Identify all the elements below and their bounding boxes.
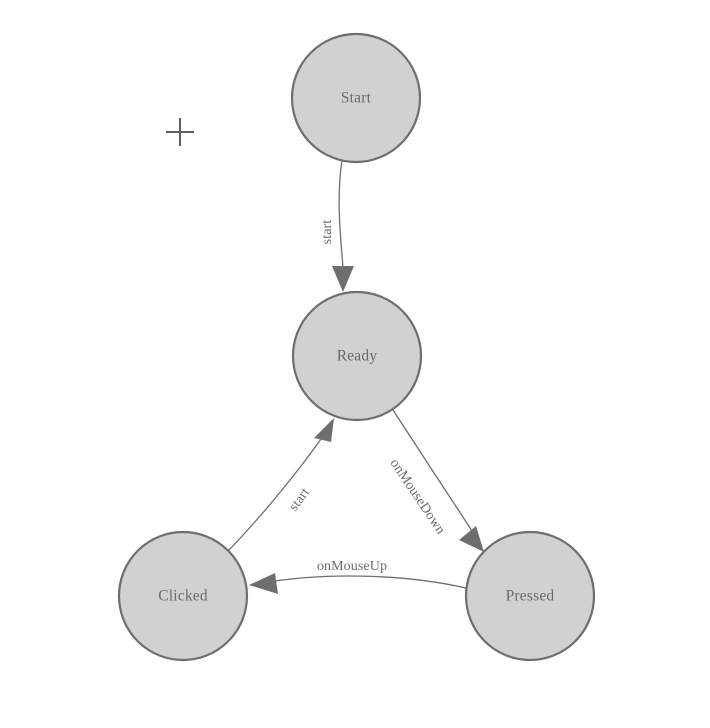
edge-start-to-ready-arrowhead bbox=[332, 266, 354, 292]
node-start-label: Start bbox=[341, 90, 372, 107]
edge-ready-to-pressed-arrowhead bbox=[459, 526, 484, 552]
crosshair-icon bbox=[166, 118, 194, 146]
edge-pressed-to-clicked-path bbox=[261, 575, 467, 589]
node-start[interactable]: Start bbox=[290, 32, 422, 164]
edge-start-to-ready[interactable]: start bbox=[320, 159, 354, 292]
node-pressed-label: Pressed bbox=[506, 588, 555, 605]
edge-clicked-to-ready[interactable]: start bbox=[227, 418, 334, 552]
edge-pressed-to-clicked[interactable]: onMouseUp bbox=[249, 559, 467, 594]
edge-label-ready-to-pressed: onMouseDown bbox=[387, 456, 448, 537]
node-pressed-circle bbox=[464, 530, 596, 662]
edge-clicked-to-ready-arrowhead bbox=[314, 418, 334, 442]
node-ready-label: Ready bbox=[337, 348, 378, 365]
node-clicked-label: Clicked bbox=[158, 588, 208, 605]
edge-clicked-to-ready-path bbox=[227, 431, 327, 552]
edge-start-to-ready-path bbox=[338, 159, 344, 269]
edge-ready-to-pressed[interactable]: onMouseDown bbox=[387, 409, 484, 552]
edge-label-clicked-to-ready: start bbox=[286, 485, 313, 514]
node-ready-circle bbox=[291, 290, 423, 422]
node-clicked-circle bbox=[117, 530, 249, 662]
edge-label-start-to-ready: start bbox=[320, 220, 335, 245]
node-pressed[interactable]: Pressed bbox=[464, 530, 596, 662]
edge-ready-to-pressed-path bbox=[392, 409, 479, 541]
edge-label-pressed-to-clicked: onMouseUp bbox=[317, 559, 387, 574]
node-start-circle bbox=[290, 32, 422, 164]
edge-pressed-to-clicked-arrowhead bbox=[249, 573, 278, 594]
node-clicked[interactable]: Clicked bbox=[117, 530, 249, 662]
node-ready[interactable]: Ready bbox=[291, 290, 423, 422]
